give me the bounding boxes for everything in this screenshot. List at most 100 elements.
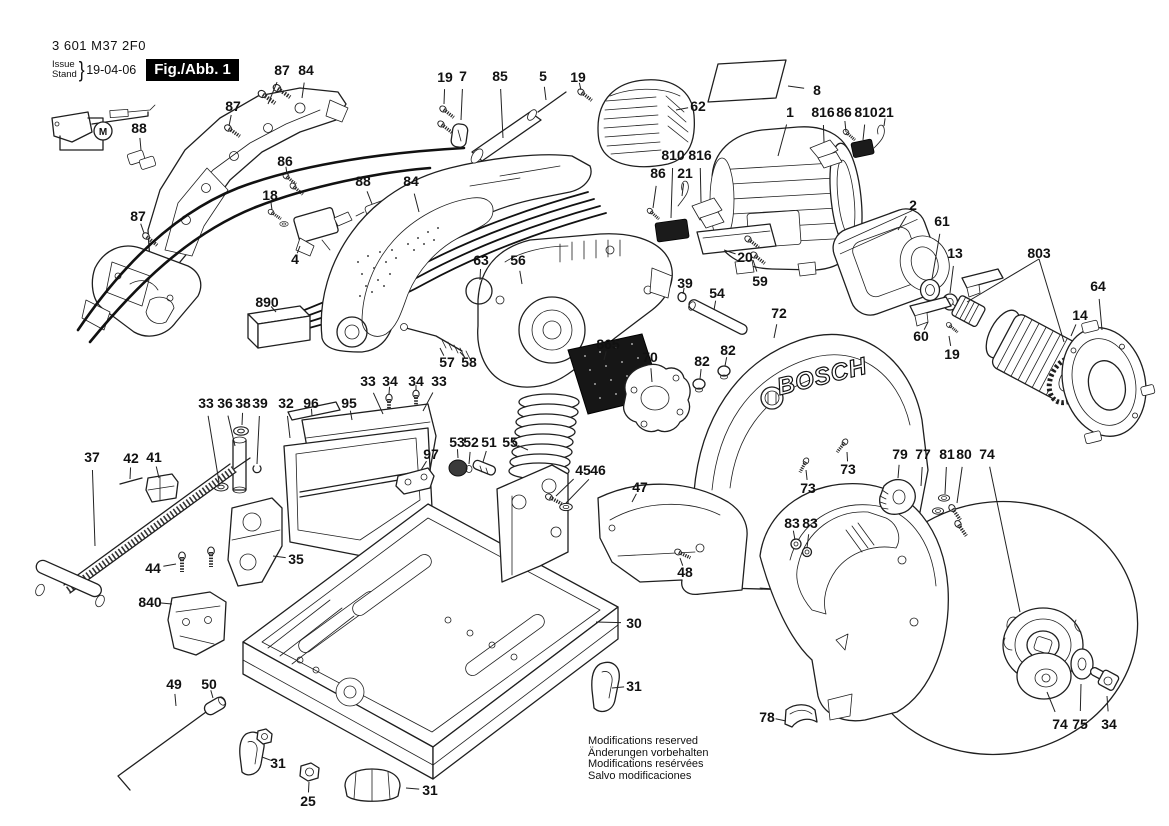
brush-spring-21 <box>873 124 885 149</box>
issue-date: 19-04-06 <box>86 63 137 77</box>
part-callout-57: 57 <box>439 354 455 370</box>
callout-leader-87 <box>228 114 232 127</box>
part-callout-49: 49 <box>166 676 182 692</box>
part-callout-37: 37 <box>84 449 100 465</box>
callout-leader-19 <box>578 82 582 91</box>
callout-leader-75 <box>1079 683 1082 712</box>
part-callout-13: 13 <box>947 245 963 261</box>
switch-4 <box>293 207 353 257</box>
pin-54 <box>688 299 748 335</box>
handle-shell-main <box>320 154 592 353</box>
gear-housing-56 <box>477 233 673 388</box>
modifications-note: Modifications reserved Änderungen vorbeh… <box>588 735 708 782</box>
flange-70 <box>622 363 691 433</box>
callout-leader-34 <box>388 386 391 395</box>
part-callout-33: 33 <box>198 395 214 411</box>
part-callout-18: 18 <box>262 187 278 203</box>
callout-leader-8 <box>787 85 805 89</box>
callout-leader-53 <box>456 449 459 459</box>
callout-leader-87 <box>267 81 278 105</box>
part-callout-5: 5 <box>539 68 547 84</box>
part-callout-25: 25 <box>300 793 316 809</box>
part-callout-7: 7 <box>459 68 467 84</box>
callout-leader-62 <box>675 107 689 111</box>
part-callout-48: 48 <box>677 564 693 580</box>
stator-2 <box>832 208 950 316</box>
callout-leader-34 <box>1106 695 1109 712</box>
nut-small <box>256 728 273 745</box>
part-callout-95: 95 <box>341 395 357 411</box>
screw-44 <box>176 550 188 574</box>
callout-leader-810 <box>862 124 866 141</box>
callout-leader-7 <box>460 88 463 121</box>
callout-leader-57 <box>439 347 445 356</box>
callout-leader-31 <box>261 756 271 761</box>
callout-leader-72 <box>773 324 778 339</box>
callout-leader-87 <box>140 223 145 234</box>
part-callout-41: 41 <box>146 449 162 465</box>
part-callout-82: 82 <box>694 353 710 369</box>
callout-leader-81 <box>944 466 947 495</box>
callout-leader-19 <box>948 335 952 346</box>
callout-leader-21 <box>883 118 886 127</box>
rod-57-spring-58 <box>400 323 471 360</box>
lever-97 <box>395 467 435 495</box>
knob-53 <box>448 459 468 477</box>
sleeve-50 <box>203 696 227 716</box>
base-30 <box>242 464 619 780</box>
callout-leader-890 <box>270 306 277 313</box>
callout-leader-78 <box>775 718 787 722</box>
callout-leader-33 <box>372 392 384 415</box>
callout-leader-31 <box>611 686 625 689</box>
callout-leader-44 <box>163 563 177 567</box>
part-callout-46: 46 <box>590 462 606 478</box>
part-callout-87: 87 <box>225 98 241 114</box>
foot-31-right <box>591 661 620 713</box>
bar-60 <box>909 268 1004 327</box>
bracket-35 <box>227 497 283 587</box>
callout-leader-83 <box>806 534 810 549</box>
callout-leader-96 <box>310 408 313 417</box>
callout-leader-77 <box>920 466 923 487</box>
foot-78 <box>784 704 818 728</box>
part-callout-60: 60 <box>913 328 929 344</box>
part-callout-21: 21 <box>677 165 693 181</box>
part-callout-59: 59 <box>752 273 768 289</box>
callout-leader-37 <box>91 469 96 547</box>
callout-leader-84 <box>413 193 420 213</box>
callout-leader-74 <box>989 466 1021 613</box>
grip-texture <box>357 227 439 297</box>
callout-leader-73 <box>805 469 808 480</box>
callout-leader-14 <box>1070 324 1077 337</box>
part-callout-38: 38 <box>235 395 251 411</box>
ring-52 <box>465 465 473 473</box>
callout-leader-4 <box>296 245 301 254</box>
callout-leader-extra <box>966 258 1040 303</box>
pin-42 <box>119 477 143 485</box>
knob-79 <box>879 479 916 515</box>
part-callout-97: 97 <box>423 446 439 462</box>
part-callout-19: 19 <box>437 69 453 85</box>
callout-leader-82 <box>724 357 728 367</box>
callout-leader-79 <box>897 464 900 479</box>
lock-pin-group <box>448 459 497 477</box>
vise-spindle-37 <box>35 457 251 608</box>
callout-leader-25 <box>307 781 310 793</box>
part-callout-80: 80 <box>956 446 972 462</box>
fence-group <box>283 401 437 557</box>
callout-leader-33 <box>207 415 220 483</box>
power-cable <box>76 146 466 344</box>
part-callout-75: 75 <box>1072 716 1088 732</box>
part-callout-51: 51 <box>481 434 497 450</box>
part-callout-19: 19 <box>944 346 960 362</box>
part-callout-88: 88 <box>131 120 147 136</box>
part-callout-2: 2 <box>909 197 917 213</box>
callout-leader-55 <box>517 445 529 451</box>
part-callout-803: 803 <box>1027 245 1051 261</box>
callout-leader-61 <box>931 233 941 280</box>
screw-44 <box>205 545 217 569</box>
part-callout-64: 64 <box>1090 278 1106 294</box>
callout-leader-18 <box>270 201 273 211</box>
switch-handle-assembly <box>81 245 202 337</box>
